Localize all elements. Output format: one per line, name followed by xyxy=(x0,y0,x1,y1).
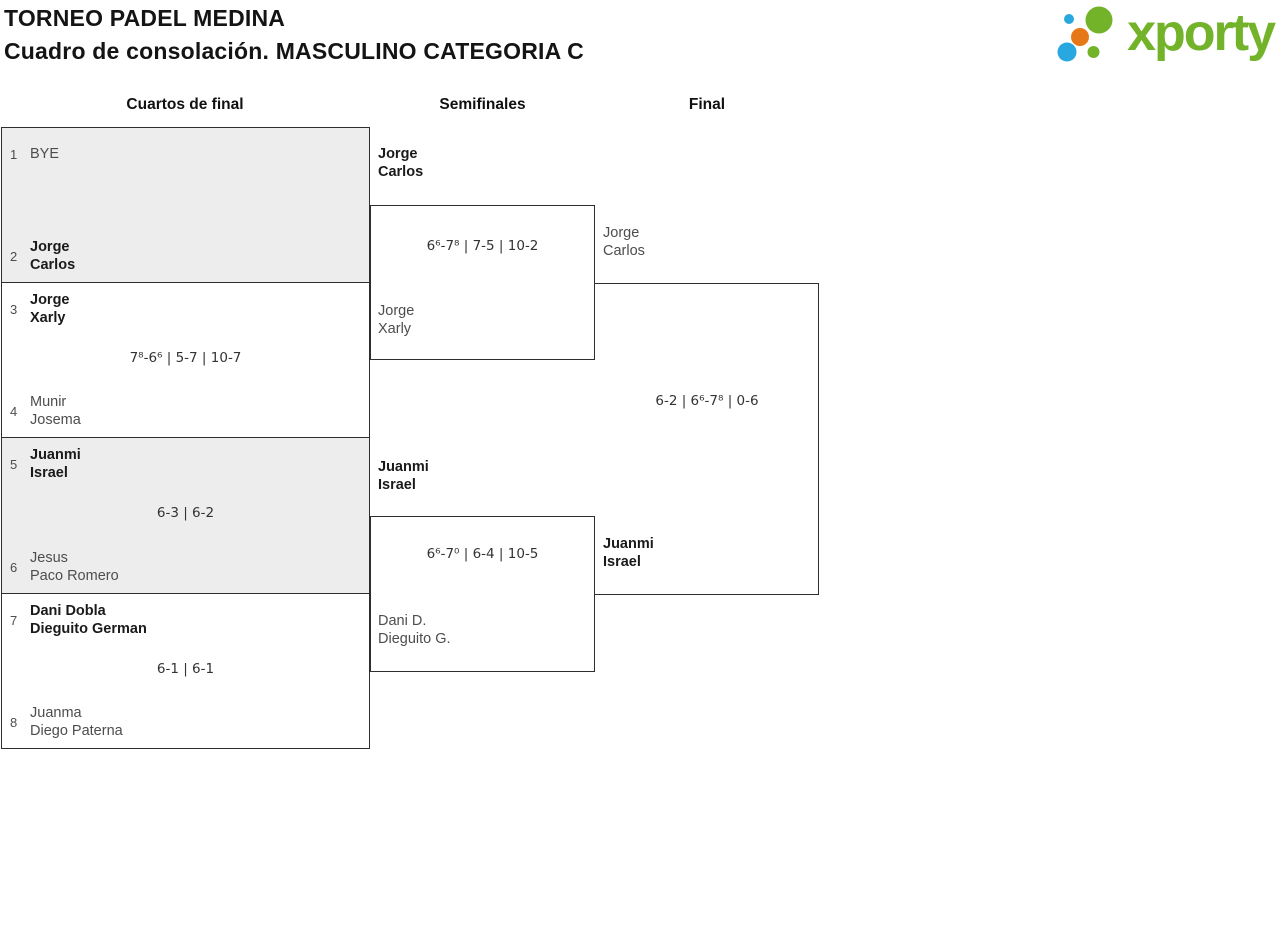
quarterfinal-match-4: 7 Dani Dobla Dieguito German 6-1 | 6-1 8… xyxy=(1,594,370,749)
match-slot-bottom: 8 Juanma Diego Paterna xyxy=(2,703,369,741)
match-slot-bottom: 4 Munir Josema xyxy=(2,392,369,430)
seed-number: 3 xyxy=(10,301,18,317)
semifinal-1-score: 6⁶-7⁸ | 7-5 | 10-2 xyxy=(426,238,539,254)
seed-number: 2 xyxy=(10,248,18,264)
match-slot-bottom: 6 Jesus Paco Romero xyxy=(2,548,369,586)
tournament-name: TORNEO PADEL MEDINA xyxy=(4,5,286,31)
quarterfinals-column: 1 BYE 2 Jorge Carlos 3 Jorge Xarly 7⁸-6⁶… xyxy=(1,127,370,749)
match-score: 6-3 | 6-2 xyxy=(156,505,215,521)
final-bottom-team: Juanmi Israel xyxy=(603,536,654,570)
match-slot-top: 1 BYE xyxy=(2,135,369,173)
team-names: Munir Josema xyxy=(30,394,81,428)
quarterfinal-match-2: 3 Jorge Xarly 7⁸-6⁶ | 5-7 | 10-7 4 Munir… xyxy=(1,283,370,438)
page-title: TORNEO PADEL MEDINA Cuadro de consolació… xyxy=(4,2,584,68)
round-header-quarterfinals: Cuartos de final xyxy=(126,96,244,113)
match-score: 7⁸-6⁶ | 5-7 | 10-7 xyxy=(129,350,242,366)
team-names: Juanma Diego Paterna xyxy=(30,705,123,739)
final-score: 6-2 | 6⁶-7⁸ | 0-6 xyxy=(655,393,759,409)
match-slot-bottom: 2 Jorge Carlos xyxy=(2,237,369,275)
xporty-logo-dots-icon xyxy=(1057,6,1113,62)
final-box xyxy=(595,283,819,595)
seed-number: 1 xyxy=(10,146,18,162)
seed-number: 8 xyxy=(10,714,18,730)
team-names: Jorge Carlos xyxy=(30,239,76,273)
xporty-logo-text: xporty xyxy=(1127,4,1276,62)
round-header-final: Final xyxy=(688,96,726,113)
semifinal-1-box xyxy=(370,205,595,360)
team-names: Juanmi Israel xyxy=(30,447,81,481)
match-slot-top: 7 Dani Dobla Dieguito German xyxy=(2,601,369,639)
quarterfinal-match-3: 5 Juanmi Israel 6-3 | 6-2 6 Jesus Paco R… xyxy=(1,438,370,594)
team-names: Jesus Paco Romero xyxy=(30,550,119,584)
team-names: BYE xyxy=(30,146,60,162)
semifinal-2-box xyxy=(370,516,595,672)
seed-number: 4 xyxy=(10,403,18,419)
semifinal-1-bottom-team: Jorge Xarly xyxy=(378,303,415,337)
match-slot-top: 3 Jorge Xarly xyxy=(2,290,369,328)
seed-number: 6 xyxy=(10,559,18,575)
bracket-subtitle: Cuadro de consolación. MASCULINO CATEGOR… xyxy=(4,38,584,64)
match-score: 6-1 | 6-1 xyxy=(156,661,215,677)
semifinal-2-score: 6⁶-7⁰ | 6-4 | 10-5 xyxy=(426,546,539,562)
xporty-logo: xporty xyxy=(1050,2,1276,64)
round-header-semifinals: Semifinales xyxy=(439,96,526,113)
semifinal-1-top-team: Jorge Carlos xyxy=(378,146,424,180)
seed-number: 7 xyxy=(10,612,18,628)
semifinal-2-bottom-team: Dani D. Dieguito G. xyxy=(378,613,451,647)
team-names: Dani Dobla Dieguito German xyxy=(30,603,147,637)
seed-number: 5 xyxy=(10,456,18,472)
quarterfinal-match-1: 1 BYE 2 Jorge Carlos xyxy=(1,127,370,283)
team-names: Jorge Xarly xyxy=(30,292,70,326)
final-top-team: Jorge Carlos xyxy=(603,225,645,259)
match-slot-top: 5 Juanmi Israel xyxy=(2,445,369,483)
semifinal-2-top-team: Juanmi Israel xyxy=(378,459,429,493)
